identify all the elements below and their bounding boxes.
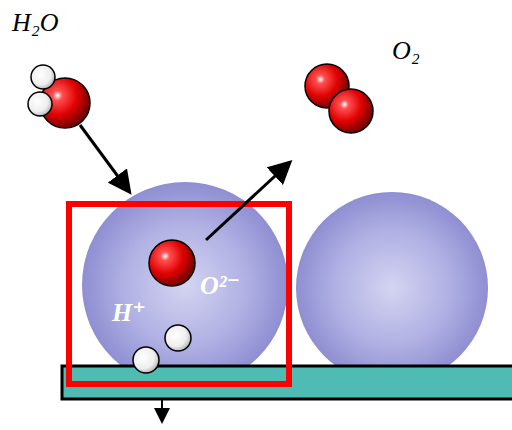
flow-arrow xyxy=(80,125,128,190)
molecule-label: O₂ xyxy=(392,38,420,64)
flow-arrow xyxy=(161,400,163,420)
oxygen-ion xyxy=(149,240,195,286)
water-hydrogen xyxy=(31,65,55,89)
water-hydrogen xyxy=(28,92,52,116)
support-sphere xyxy=(82,182,288,388)
molecule-label: H₂O xyxy=(12,10,59,36)
support-sphere xyxy=(296,192,488,384)
highlight-frame xyxy=(69,204,289,384)
ion-label: H⁺ xyxy=(112,300,146,326)
hydrogen-atom xyxy=(165,325,191,351)
hydrogen-atom xyxy=(133,347,159,373)
flow-arrow xyxy=(206,164,288,240)
ion-label: O²⁻ xyxy=(200,273,240,299)
oxygen-atom xyxy=(329,89,373,133)
